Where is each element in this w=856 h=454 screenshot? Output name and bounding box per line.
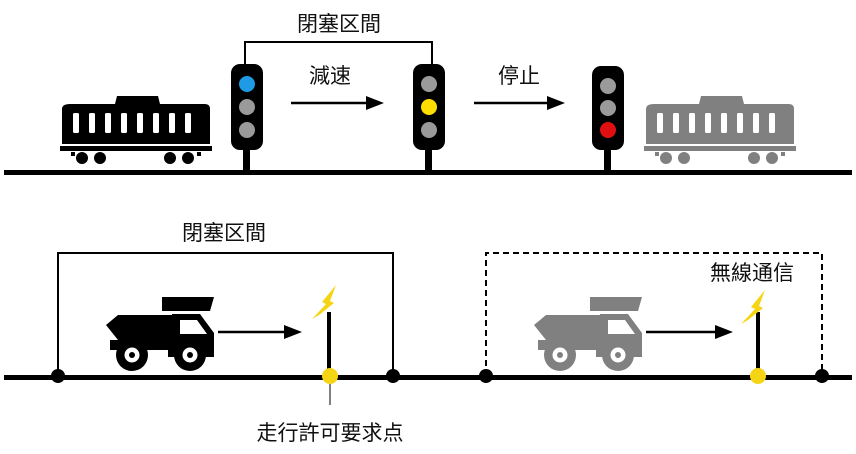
block-boundary-marker: [479, 369, 493, 383]
request-point-pole: [756, 312, 760, 376]
traffic-signal-icon: [413, 64, 445, 172]
dump-truck-icon: [534, 297, 642, 371]
top-track: [4, 170, 852, 175]
bottom-track: [4, 375, 852, 380]
top-block-bracket: [244, 41, 433, 66]
block-boundary-marker: [51, 369, 65, 383]
radio-communication-label: 無線通信: [710, 261, 794, 285]
radio-block-bracket: [485, 252, 823, 376]
arrow-right-icon: [646, 325, 733, 339]
lightning-icon: [312, 285, 336, 319]
dump-truck-icon: [106, 297, 214, 371]
arrow-right-icon: [218, 325, 302, 339]
lightning-icon: [741, 290, 765, 324]
stop-label: 停止: [498, 64, 540, 88]
top-block-label: 閉塞区間: [297, 12, 381, 36]
traffic-signal-icon: [231, 64, 263, 172]
bottom-block-label: 閉塞区間: [182, 221, 266, 245]
request-point-marker: [750, 368, 766, 384]
traffic-signal-icon: [592, 66, 624, 172]
signal-lamp-red: [600, 122, 616, 138]
lead-train-icon: [60, 96, 212, 164]
block-boundary-marker: [815, 369, 829, 383]
arrow-right-icon: [474, 96, 565, 110]
arrow-right-icon: [291, 96, 384, 110]
following-train-icon: [644, 96, 796, 164]
signal-lamp-yellow: [421, 99, 437, 115]
decelerate-label: 減速: [309, 64, 351, 88]
block-boundary-marker: [386, 369, 400, 383]
request-point-pole: [327, 312, 331, 376]
signal-lamp-blue: [239, 76, 255, 92]
bottom-block-bracket: [57, 252, 394, 376]
request-point-label: 走行許可要求点: [257, 421, 404, 445]
request-point-marker: [322, 368, 338, 384]
